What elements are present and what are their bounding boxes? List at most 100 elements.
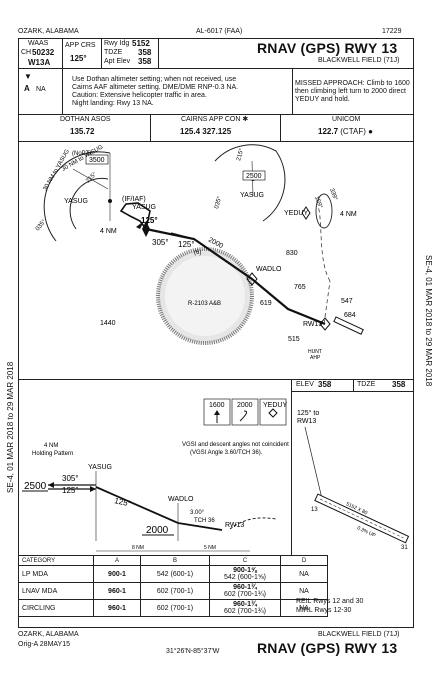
comm-note-ctaf: (CTAF) (340, 127, 366, 136)
tdze-value-profile: 358 (392, 380, 406, 389)
profile-course-125b: 125° (114, 496, 132, 508)
fix-yeduy-label: YEDUY (284, 210, 308, 217)
rwy-idz: 5152 (132, 39, 150, 48)
ctaf-icon: ● (368, 127, 373, 136)
taa-alt-3500: 3500 (89, 157, 105, 164)
svg-text:YEDUY: YEDUY (263, 402, 287, 409)
profile-view: 1600 2000 YEDUY VGSI and descent angles … (22, 398, 289, 552)
chart-id: AL-6017 (FAA) (196, 28, 243, 35)
course-305-label: 305° (152, 238, 169, 247)
course-215-right: 215° (236, 147, 245, 161)
hold-leg-label: 4 NM (100, 228, 117, 235)
fix-iaf-label: (IF/IAF) (122, 196, 146, 203)
procedure-title: RNAV (GPS) RWY 13 (257, 40, 398, 56)
segment-alt-2000: 2000 (207, 237, 224, 251)
alternate-na-label: NA (36, 86, 46, 93)
taa-left-outer-arc (43, 151, 111, 242)
comm-label-app: CAIRNS APP CON ✱ (181, 116, 249, 123)
profile-fix-yasug: YASUG (88, 464, 112, 471)
obstacle-765: 765 (294, 284, 306, 291)
fix-yasug-label: YASUG (132, 204, 156, 211)
briefing-notes: Use Dothan altimeter setting; when not r… (72, 76, 239, 107)
side-effective-left: SE-4, 01 MAR 2018 to 29 MAR 2018 (6, 361, 15, 493)
fix-rw13-label: RW13 (303, 321, 322, 328)
restricted-area-label: R-2103 A&B (188, 301, 221, 307)
course-125b-label: 125° (178, 240, 195, 249)
footer-airport: BLACKWELL FIELD (71J) (318, 631, 400, 638)
elev-label: ELEV (296, 381, 314, 388)
airport-rwy-31: 31 (401, 545, 408, 551)
footer-orig: Orig-A 28MAY15 (18, 641, 71, 648)
glidepath-angle: 3.00° (190, 510, 205, 516)
heliport-label: HUNT (308, 349, 322, 355)
fix-rw13-marker (319, 317, 331, 331)
waas-label: WAAS (28, 40, 49, 47)
obstacle-684: 684 (344, 312, 356, 319)
vgsi-note-line2: (VGSI Angle 3.60/TCH 36). (190, 450, 263, 456)
obstacle-619: 619 (260, 300, 272, 307)
waas-channel: 50232 (32, 48, 55, 57)
profile-course-305: 305° (62, 474, 79, 483)
missed-box-yeduy (259, 398, 287, 426)
comm-freq-app: 125.4 327.125 (180, 127, 232, 136)
tdze-label-profile: TDZE (357, 381, 376, 388)
alternate-na-icon: A (24, 84, 30, 93)
svg-text:1600: 1600 (209, 402, 225, 409)
footer-title: RNAV (GPS) RWY 13 (257, 640, 398, 656)
profile-alt-2000: 2000 (146, 525, 169, 536)
course-125-label: 125° (141, 216, 158, 225)
missed-approach-path (323, 280, 331, 325)
profile-alt-2500: 2500 (24, 481, 47, 492)
minimums-table: CATEGORY A B C D LP MDA 900-1 542 (600-1… (18, 555, 414, 617)
airport-rwy-note-2: RW13 (297, 418, 316, 425)
airport-runway-plan (333, 316, 364, 335)
yeduy-leg-label: 4 NM (340, 211, 357, 218)
airport-runway: 5152 X 80 0.3% UP (314, 493, 410, 544)
waas-id: W13A (28, 58, 51, 67)
fix-yasug-marker (142, 221, 150, 237)
yeduy-hold (315, 193, 333, 229)
heliport-sub-label: AHP (310, 355, 321, 361)
lighting-mirl: MIRL Rwys 12-30 (296, 607, 352, 614)
app-crs: 125° (70, 54, 87, 63)
glidepath-tch: TCH 36 (194, 518, 215, 524)
profile-course-125: 125° (62, 486, 79, 495)
obstacle-515: 515 (288, 336, 300, 343)
svg-text:2000: 2000 (237, 402, 253, 409)
fix-wadlo-marker (246, 272, 258, 286)
hold-type-label: Holding Pattern (32, 451, 73, 457)
plan-view: R-2103 A&B (IF/IAF) YASUG WADLO RW13 YED… (35, 144, 364, 361)
apt-elev: 358 (138, 57, 152, 66)
hold-dist-label: 4 NM (44, 443, 58, 449)
app-crs-label: APP CRS (65, 42, 96, 49)
comm-label-unicom: UNICOM (332, 116, 361, 123)
tdze-label: TDZE (104, 49, 123, 56)
course-339-label: 339° (328, 188, 338, 202)
tdze-value: 358 (138, 48, 152, 57)
profile-dist-8nm: 8 NM (132, 545, 144, 551)
fix-wadlo-label: WADLO (256, 266, 282, 273)
footer-location: OZARK, ALABAMA (18, 631, 79, 638)
airport-rwy-13: 13 (311, 507, 318, 513)
profile-dist-5nm: 5 NM (204, 545, 216, 551)
apt-elev-label: Apt Elev (104, 58, 131, 65)
rwy-idz-label: Rwy Idg (104, 40, 130, 47)
taa-nopt-label: (NoPT) (72, 151, 91, 157)
comm-freq-unicom: 122.7 (318, 127, 339, 136)
cycle-number: 17229 (382, 28, 402, 35)
footer-coords: 31°26'N-85°37'W (166, 648, 220, 655)
vgsi-note-line1: VGSI and descent angles not coincident (182, 442, 289, 448)
fix-yasug-taa-left (108, 199, 112, 203)
taa-right-arc (214, 144, 286, 222)
airport-name: BLACKWELL FIELD (318, 57, 382, 64)
obstacle-1440: 1440 (100, 320, 116, 327)
holding-pattern (119, 202, 151, 230)
side-effective-right: SE-4, 01 MAR 2018 to 29 MAR 2018 (424, 255, 433, 387)
obstacle-547: 547 (341, 298, 353, 305)
taa-left-inner-arc (69, 177, 109, 230)
lighting-reil: REIL Rwys 12 and 30 (296, 598, 364, 605)
course-035-right: 035° (214, 195, 223, 209)
